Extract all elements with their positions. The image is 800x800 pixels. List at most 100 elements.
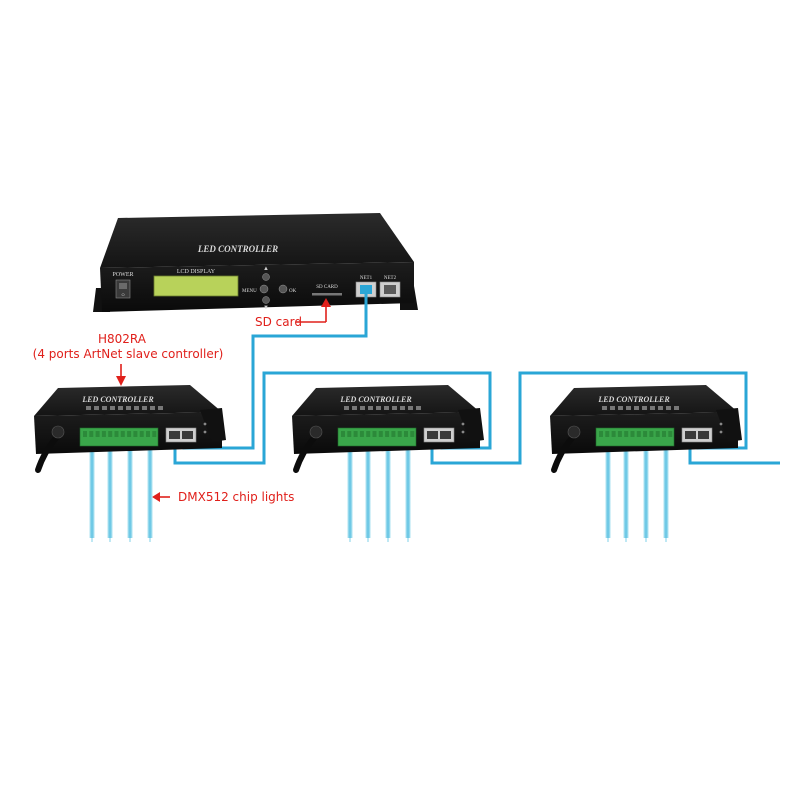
status-led [203,422,207,426]
slave-net-port-1 [169,431,180,439]
master-case-top [100,213,414,268]
slave-flange [716,408,742,442]
terminal-screw [120,431,125,437]
dmx-light-strand [365,446,371,538]
dip-switch [610,406,615,410]
dmx-light-strand [643,446,649,538]
menu-button[interactable] [259,284,269,294]
dmx-light-strand [107,446,113,538]
dmx-light-strand [147,446,153,538]
net1-label: NET1 [360,276,373,281]
terminal-screw [385,431,390,437]
terminal-screw [668,431,673,437]
slave-title: LED CONTROLLER [339,395,412,404]
terminal-screw [649,431,654,437]
dip-switch [118,406,123,410]
status-led [461,422,465,426]
dip-switch [634,406,639,410]
dip-switch [150,406,155,410]
net2-label: NET2 [384,276,397,281]
lcd-label: LCD DISPLAY [177,269,216,275]
terminal-screw [410,431,415,437]
status-led [461,430,465,434]
slave-net-port-2 [182,431,193,439]
dip-switch [102,406,107,410]
dmx-light-strand [385,446,391,538]
status-led [203,430,207,434]
ok-label: OK [289,289,297,294]
dip-switch [400,406,405,410]
dip-switch [392,406,397,410]
dip-switch [158,406,163,410]
dmx-light-strand [347,446,353,538]
terminal-screw [599,431,603,437]
terminal-screw [152,431,157,437]
slave-description-label: (4 ports ArtNet slave controller) [33,347,224,361]
up-button[interactable] [262,273,270,281]
dip-switch [110,406,115,410]
terminal-screw [366,431,371,437]
dip-switch [384,406,389,410]
terminal-screw [378,431,383,437]
dip-switch [626,406,631,410]
chip-lights-label: DMX512 chip lights [178,490,294,504]
power-cable [551,435,575,473]
dmx-light-strand [405,446,411,538]
slave-model-label: H802RA [98,332,147,346]
terminal-screw [89,431,94,437]
power-cable [293,435,317,473]
dip-switch [666,406,671,410]
dmx-light-strand [89,446,95,538]
dip-switch [86,406,91,410]
master-controller: LED CONTROLLER POWER O LCD DISPLAY MENU … [93,213,418,312]
dip-switch [368,406,373,410]
slave-model-callout: H802RA (4 ports ArtNet slave controller) [33,332,224,386]
chip-lights-callout: DMX512 chip lights [152,490,294,504]
ok-button[interactable] [278,284,288,294]
terminal-screw [655,431,660,437]
chip-lights-arrow-icon [152,492,160,502]
dip-switch [360,406,365,410]
slave-controller-2: LED CONTROLLER [292,385,484,542]
slave-net-port-1 [685,431,696,439]
terminal-screw [108,431,113,437]
sd-card-callout: SD card [255,298,331,329]
terminal-screw [404,431,408,437]
slave-case-top [292,385,480,416]
dip-switch [658,406,663,410]
terminal-screw [636,431,641,437]
dip-switch [674,406,679,410]
terminal-screw [391,431,396,437]
terminal-screw [372,431,377,437]
dip-switch [642,406,647,410]
terminal-screw [624,431,629,437]
terminal-screw [617,431,622,437]
terminal-screw [139,431,144,437]
power-connector [51,425,65,439]
terminal-screw [95,431,100,437]
sd-card-callout-label: SD card [255,315,302,329]
terminal-screw [630,431,635,437]
terminal-screw [101,431,106,437]
slave-net-port-2 [698,431,709,439]
dip-switch [618,406,623,410]
menu-label: MENU [242,289,257,294]
power-switch-rocker [119,283,127,289]
dip-switch [126,406,131,410]
slave-flange [200,408,226,442]
dip-switch [142,406,147,410]
slave-case-top [550,385,738,416]
terminal-screw [347,431,352,437]
dip-switch [344,406,349,410]
master-title: LED CONTROLLER [197,244,278,254]
lcd-display [153,275,239,297]
down-button[interactable] [262,296,270,304]
sd-slot-label: SD CARD [316,285,338,290]
dip-switch [376,406,381,410]
slave-callout-arrow-icon [116,376,126,386]
up-arrow-icon: ▲ [263,266,269,272]
dmx-light-strand [663,446,669,538]
power-cable [35,435,59,473]
terminal-screw [397,431,402,437]
